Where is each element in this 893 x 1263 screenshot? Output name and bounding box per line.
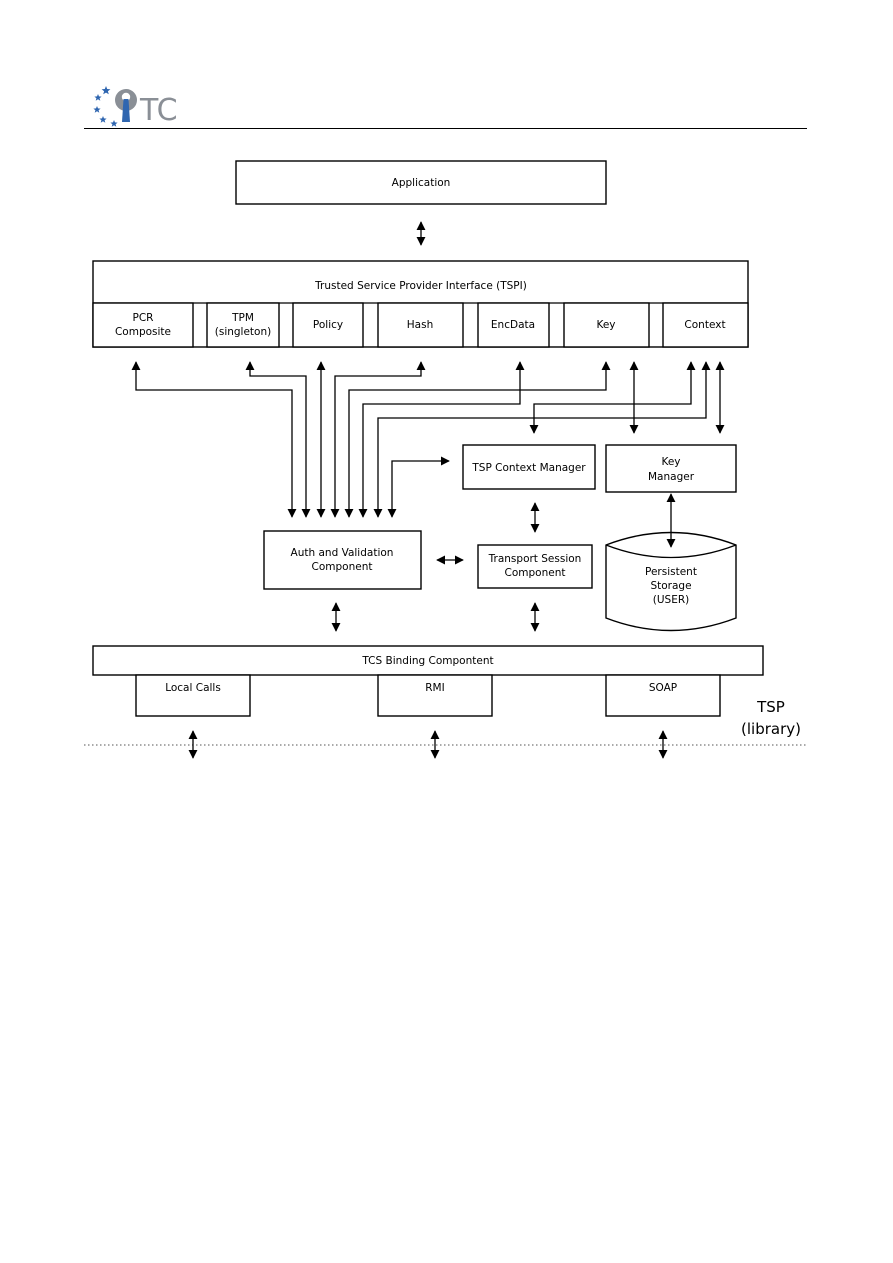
key-manager-box: [605, 444, 737, 493]
key-label: Key: [596, 319, 615, 331]
soap-box: [605, 674, 721, 717]
key-box: [563, 302, 650, 348]
application-box: [235, 160, 607, 205]
auth-line1: Auth and Validation: [291, 547, 394, 559]
arrow-tpm-auth: [245, 361, 311, 518]
auth-validation-box: [263, 530, 422, 590]
header-rule: [84, 128, 807, 129]
tsp-context-manager-label: TSP Context Manager: [471, 462, 586, 474]
encdata-label: EncData: [491, 319, 535, 331]
pcr-line2: Composite: [115, 326, 171, 338]
persistent-storage-cylinder: [605, 531, 737, 632]
context-box: [662, 302, 749, 348]
tsp-context-manager-box: [462, 444, 596, 490]
rmi-box: [377, 674, 493, 717]
tpm-box: [206, 302, 280, 348]
arrow-auth-contextmgr: [387, 456, 450, 518]
auth-line2: Component: [312, 561, 373, 573]
tpm-line2: (singleton): [215, 326, 271, 338]
policy-box: [292, 302, 364, 348]
tcs-binding-label: TCS Binding Compontent: [361, 655, 493, 667]
transport-session-box: [477, 544, 593, 589]
tcs-binding-box: [92, 645, 764, 676]
itc-logo: TC: [93, 86, 178, 128]
persistent-storage-rim: [605, 544, 737, 559]
context-label: Context: [684, 319, 725, 331]
rmi-label: RMI: [425, 682, 444, 694]
key-manager-line2: Manager: [648, 471, 695, 483]
arrow-encdata-auth: [358, 361, 525, 518]
storage-line3: (USER): [653, 594, 689, 606]
policy-label: Policy: [313, 319, 343, 331]
application-label: Application: [392, 177, 451, 189]
hash-box: [377, 302, 464, 348]
storage-line1: Persistent: [645, 566, 697, 578]
soap-label: SOAP: [649, 682, 677, 694]
pcr-line1: PCR: [133, 312, 154, 324]
hash-label: Hash: [407, 319, 433, 331]
transport-line1: Transport Session: [488, 553, 582, 565]
pcr-composite-box: [92, 302, 194, 348]
arrow-context-auth: [373, 361, 711, 518]
storage-line2: Storage: [650, 580, 691, 592]
local-calls-box: [135, 674, 251, 717]
tsp-label-line2: (library): [741, 720, 801, 738]
tspi-title: Trusted Service Provider Interface (TSPI…: [314, 280, 527, 292]
logo-stars-icon: [93, 86, 118, 127]
arrow-key-auth: [344, 361, 611, 518]
arrow-pcr-auth: [131, 361, 297, 518]
arrow-context-contextmgr: [529, 361, 696, 434]
tpm-line1: TPM: [231, 312, 254, 324]
key-manager-line1: Key: [661, 456, 680, 468]
tsp-label-line1: TSP: [756, 698, 785, 716]
logo-keyhole-icon: [115, 89, 137, 122]
local-calls-label: Local Calls: [165, 682, 221, 694]
encdata-box: [477, 302, 550, 348]
transport-line2: Component: [505, 567, 566, 579]
logo-text: TC: [139, 93, 178, 128]
